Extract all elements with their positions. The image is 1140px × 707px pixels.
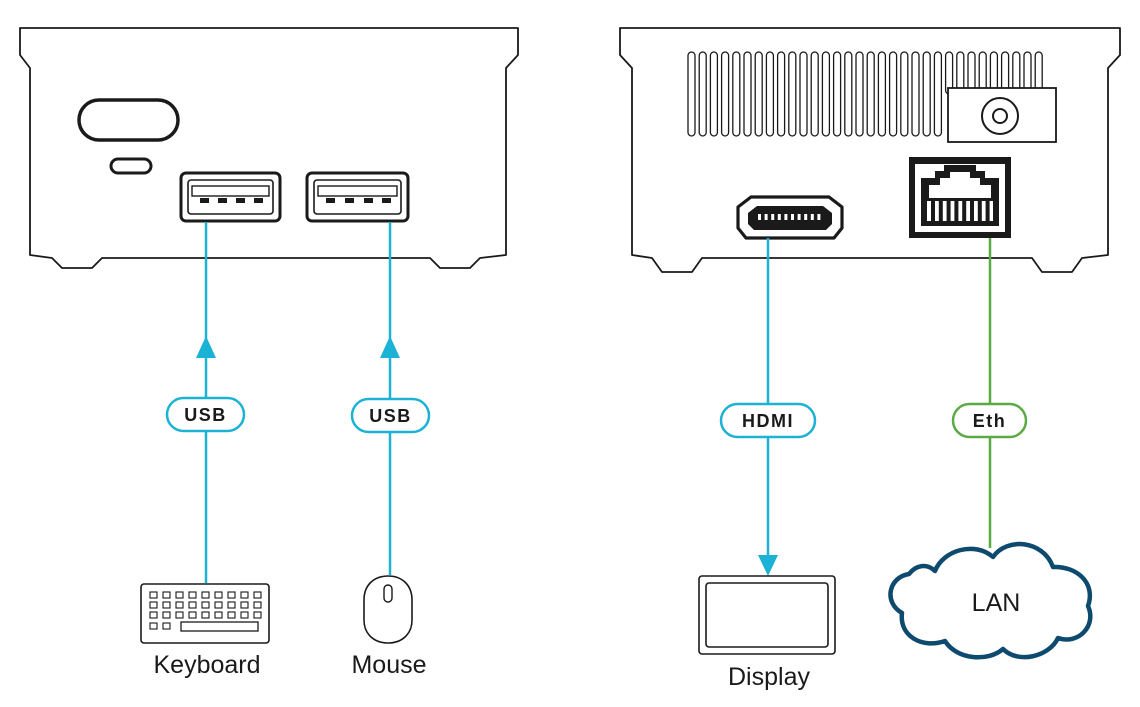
- keyboard-icon: [140, 583, 270, 644]
- cable-label-text: HDMI: [742, 411, 794, 431]
- led-indicator-icon: [109, 157, 153, 175]
- cable-label-hdmi-display: HDMI: [719, 402, 817, 439]
- usb-port-icon: [305, 171, 410, 223]
- cable-label-text: USB: [369, 406, 412, 426]
- front-chassis-outline: [19, 27, 519, 269]
- vent-grille-icon: [687, 51, 1043, 137]
- front-panel: [19, 27, 519, 269]
- usb-port-icon: [179, 171, 282, 223]
- cable-label-usb-keyboard: USB: [165, 396, 246, 433]
- cable-label-usb-mouse: USB: [350, 397, 431, 434]
- power-button-icon: [77, 98, 180, 142]
- device-label-keyboard: Keyboard: [153, 651, 260, 679]
- device-label-lan: LAN: [972, 589, 1021, 617]
- rear-panel: [619, 27, 1121, 273]
- cloud-icon: [888, 541, 1093, 660]
- mouse-icon: [363, 575, 413, 644]
- device-label-display: Display: [728, 663, 810, 691]
- hdmi-port-icon: [736, 195, 844, 240]
- cable-label-text: USB: [184, 405, 227, 425]
- ethernet-port-icon: [909, 157, 1011, 238]
- cable-label-eth-lan: Eth: [951, 402, 1028, 439]
- cable-hdmi-display: [758, 238, 778, 576]
- device-label-mouse: Mouse: [351, 651, 426, 679]
- dc-power-jack-icon: [947, 87, 1057, 143]
- display-icon: [698, 575, 836, 655]
- cable-label-text: Eth: [973, 411, 1007, 431]
